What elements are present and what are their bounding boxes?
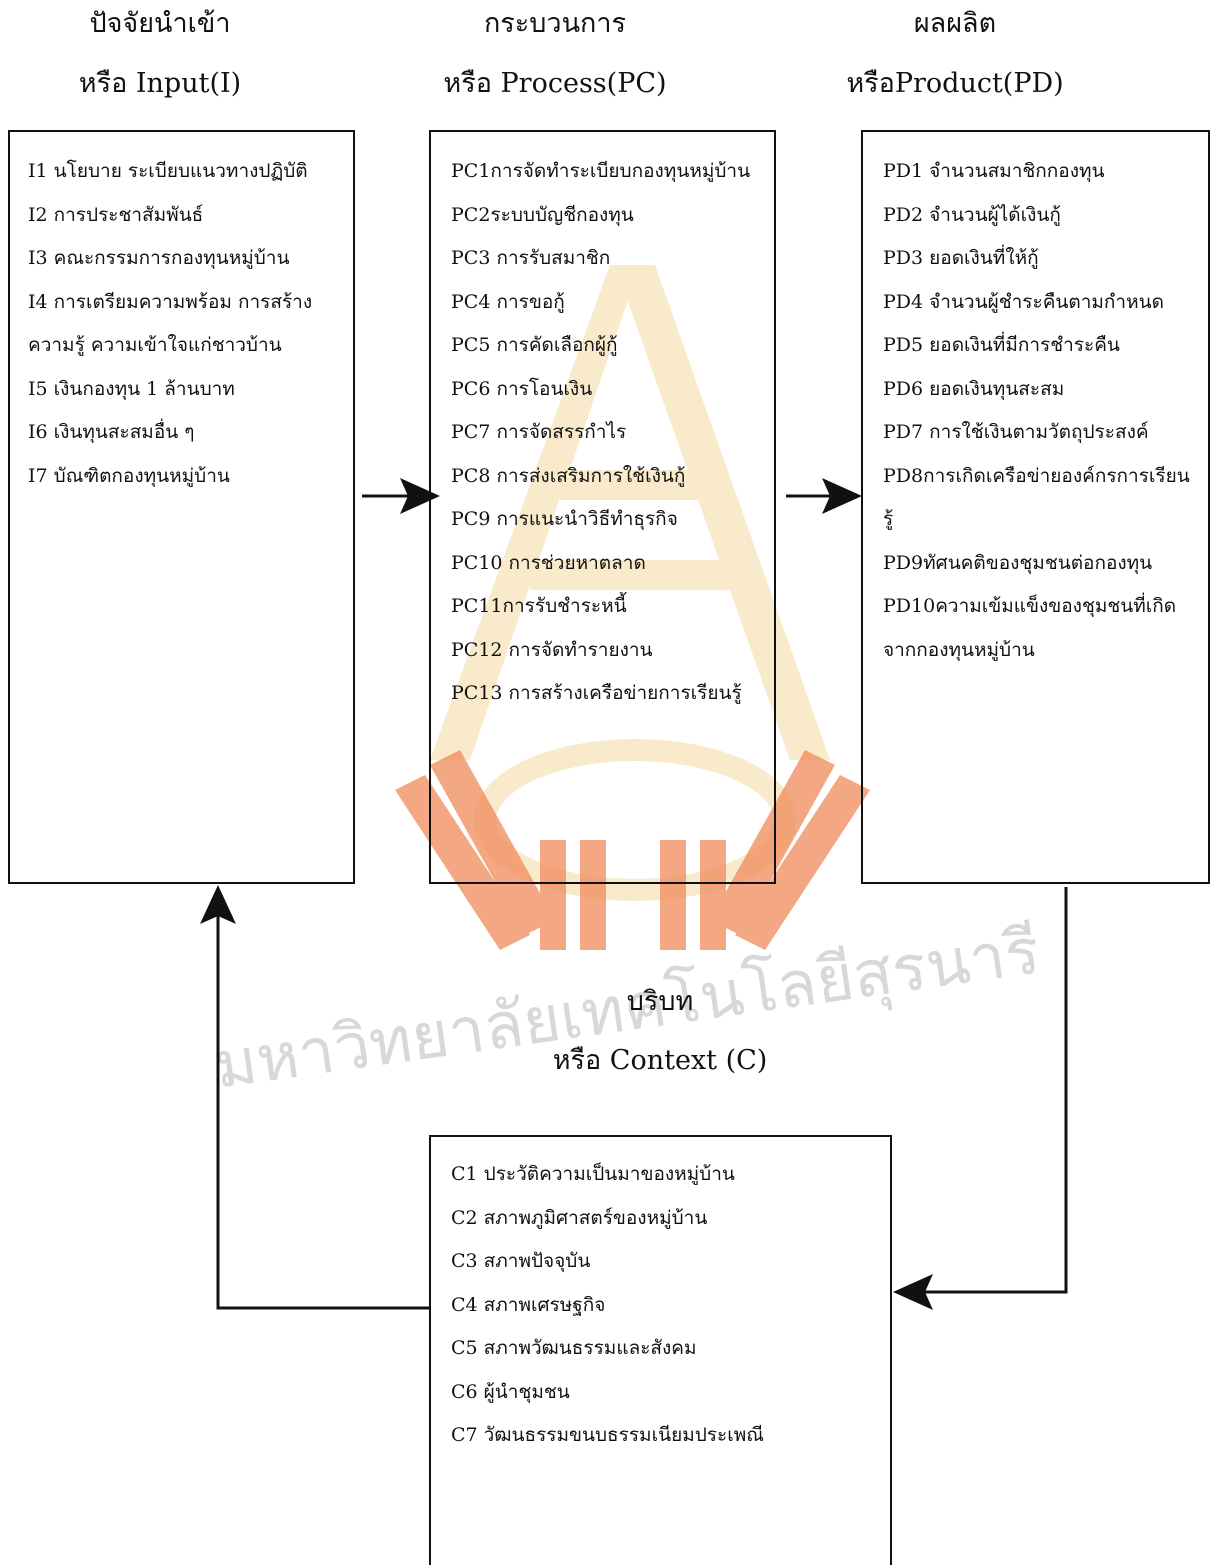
input-item: I3 คณะกรรมการกองทุนหมู่บ้าน	[28, 247, 290, 269]
context-item: C1 ประวัติความเป็นมาของหมู่บ้าน	[451, 1163, 735, 1185]
process-item: PC4 การขอกู้	[451, 290, 565, 313]
input-item: I2 การประชาสัมพันธ์	[28, 203, 204, 226]
product-header-line1: ผลผลิต	[913, 8, 997, 39]
product-item: PD3 ยอดเงินที่ให้กู้	[883, 247, 1039, 269]
context-item: C7 วัฒนธรรมขนบธรรมเนียมประเพณี	[451, 1424, 764, 1446]
context-list: C1 ประวัติความเป็นมาของหมู่บ้าน C2 สภาพภู…	[451, 1153, 880, 1458]
product-item: PD7 การใช้เงินตามวัตถุประสงค์	[883, 421, 1149, 443]
product-item: PD6 ยอดเงินทุนสะสม	[883, 377, 1065, 400]
process-item: PC10 การช่วยหาตลาด	[451, 551, 646, 574]
context-item: C6 ผู้นำชุมชน	[451, 1380, 570, 1403]
product-item: PD9ทัศนคติของชุมชนต่อกองทุน	[883, 551, 1153, 574]
process-item: PC5 การคัดเลือกผู้กู้	[451, 334, 618, 356]
arrowhead-right-1	[400, 478, 440, 514]
product-item: PD10ความเข้มแข็งของชุมชนที่เกิดจากกองทุน…	[883, 595, 1177, 661]
process-item: PC7 การจัดสรรกำไร	[451, 421, 627, 443]
input-header: ปัจจัยนำเข้า หรือ Input(I)	[55, 10, 265, 97]
input-item: I6 เงินทุนสะสมอื่น ๆ	[28, 421, 195, 443]
input-header-line2: หรือ Input(I)	[78, 68, 242, 99]
process-header-line1: กระบวนการ	[483, 8, 627, 39]
input-item: I7 บัณฑิตกองทุนหมู่บ้าน	[28, 464, 230, 487]
arrowhead-up	[200, 885, 236, 924]
context-header: บริบท หรือ Context (C)	[540, 988, 780, 1074]
arrowhead-left	[893, 1274, 933, 1310]
process-item: PC2ระบบบัญชีกองทุน	[451, 203, 634, 226]
product-list: PD1 จำนวนสมาชิกกองทุน PD2 จำนวนผู้ได้เงิน…	[883, 150, 1198, 672]
process-item: PC3 การรับสมาชิก	[451, 247, 611, 269]
input-box: I1 นโยบาย ระเบียบแนวทางปฏิบัติ I2 การประช…	[8, 130, 355, 884]
process-header-line2: หรือ Process(PC)	[443, 68, 667, 99]
input-item: I4 การเตรียมความพร้อม การสร้างความรู้ คว…	[28, 290, 313, 357]
arrowhead-right-2	[822, 478, 862, 514]
process-item: PC12 การจัดทำรายงาน	[451, 638, 653, 661]
product-item: PD2 จำนวนผู้ได้เงินกู้	[883, 203, 1061, 226]
product-item: PD4 จำนวนผู้ชำระคืนตามกำหนด	[883, 290, 1164, 313]
product-box: PD1 จำนวนสมาชิกกองทุน PD2 จำนวนผู้ได้เงิน…	[861, 130, 1210, 884]
input-list: I1 นโยบาย ระเบียบแนวทางปฏิบัติ I2 การประช…	[28, 150, 339, 498]
process-list: PC1การจัดทำระเบียบกองทุนหมู่บ้าน PC2ระบบบ…	[451, 150, 760, 716]
context-item: C3 สภาพปัจจุบัน	[451, 1250, 591, 1272]
process-item: PC11การรับชำระหนี้	[451, 595, 627, 617]
process-item: PC6 การโอนเงิน	[451, 377, 593, 400]
product-header-line2: หรือProduct(PD)	[846, 68, 1064, 99]
process-item: PC1การจัดทำระเบียบกองทุนหมู่บ้าน	[451, 160, 751, 182]
arrow-product-to-context	[905, 887, 1068, 1294]
input-header-line1: ปัจจัยนำเข้า	[89, 8, 231, 39]
context-header-line2: หรือ Context (C)	[552, 1045, 768, 1076]
context-item: C2 สภาพภูมิศาสตร์ของหมู่บ้าน	[451, 1206, 708, 1229]
process-item: PC9 การแนะนำวิธีทำธุรกิจ	[451, 508, 678, 530]
context-item: C4 สภาพเศรษฐกิจ	[451, 1293, 606, 1316]
context-item: C5 สภาพวัฒนธรรมและสังคม	[451, 1337, 697, 1359]
product-header: ผลผลิต หรือProduct(PD)	[840, 10, 1070, 97]
process-item: PC13 การสร้างเครือข่ายการเรียนรู้	[451, 682, 742, 704]
product-item: PD5 ยอดเงินที่มีการชำระคืน	[883, 334, 1120, 356]
process-box: PC1การจัดทำระเบียบกองทุนหมู่บ้าน PC2ระบบบ…	[429, 130, 776, 884]
context-box: C1 ประวัติความเป็นมาของหมู่บ้าน C2 สภาพภู…	[429, 1135, 892, 1565]
product-item: PD8การเกิดเครือข่ายองค์กรการเรียนรู้	[883, 464, 1190, 531]
arrow-context-to-input	[216, 910, 429, 1310]
product-item: PD1 จำนวนสมาชิกกองทุน	[883, 160, 1105, 182]
input-item: I5 เงินกองทุน 1 ล้านบาท	[28, 377, 235, 400]
input-item: I1 นโยบาย ระเบียบแนวทางปฏิบัติ	[28, 160, 308, 182]
context-header-line1: บริบท	[626, 986, 694, 1017]
process-item: PC8 การส่งเสริมการใช้เงินกู้	[451, 464, 686, 487]
process-header: กระบวนการ หรือ Process(PC)	[440, 10, 670, 97]
